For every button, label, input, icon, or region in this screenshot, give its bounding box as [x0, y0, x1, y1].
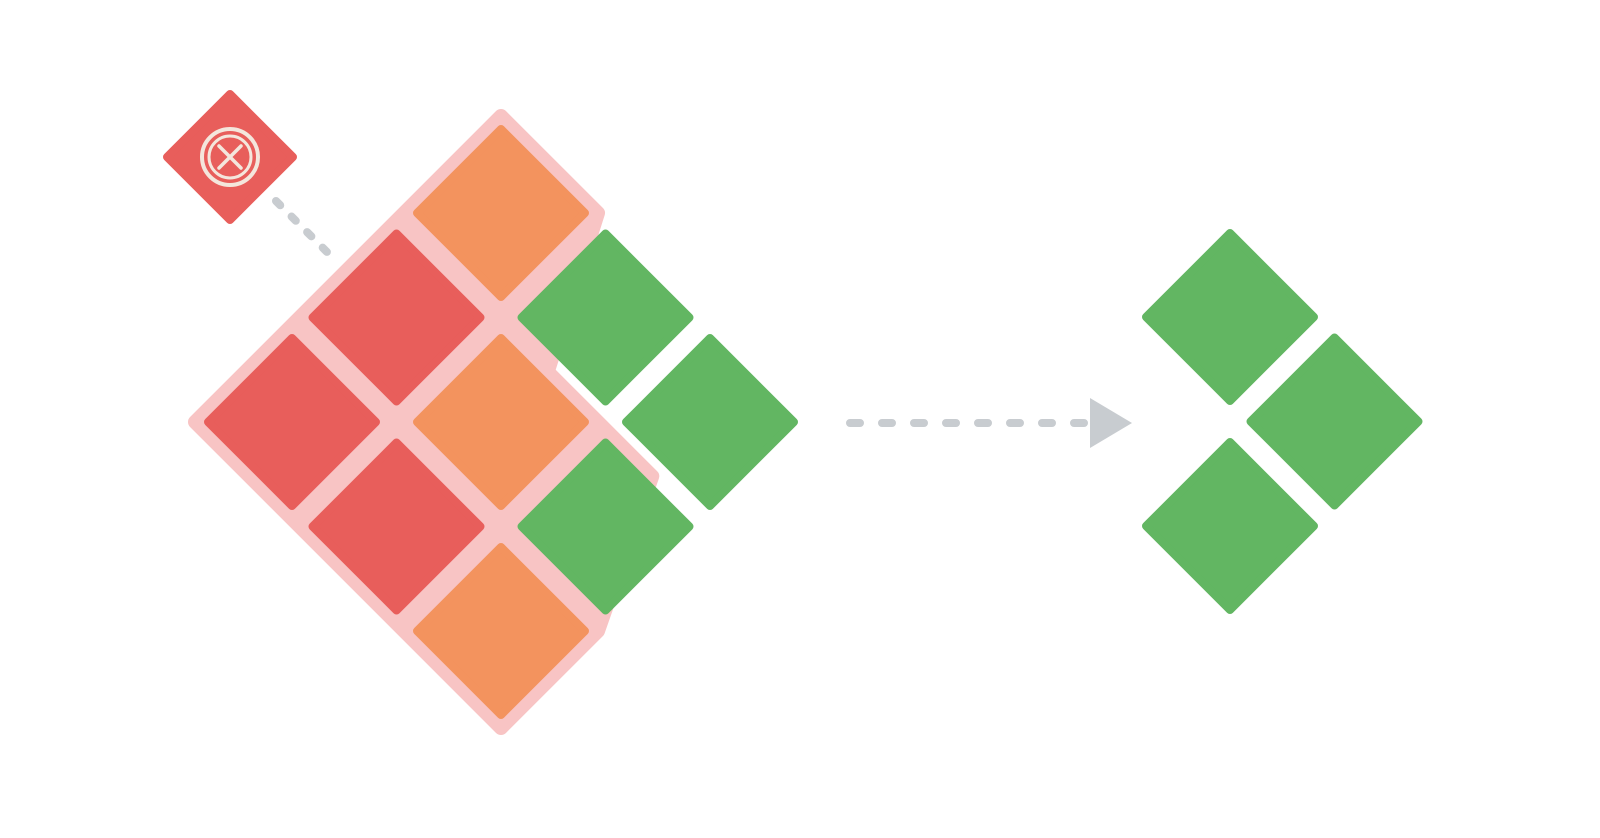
source-tile-green [622, 334, 798, 510]
result-tile-green [1142, 229, 1318, 405]
circle-x-icon-stroke [217, 144, 243, 170]
result-tile-green [1246, 333, 1423, 510]
circle-x-icon-inner [207, 134, 253, 180]
result-grid [1142, 229, 1423, 614]
source-tile-orange [413, 543, 589, 719]
source-tile-red [308, 229, 485, 406]
source-tile-red [204, 334, 380, 510]
source-tile-green [517, 229, 694, 406]
arrow-right-icon [1090, 398, 1132, 448]
circle-x-icon-outer [200, 127, 260, 187]
source-tile-green [517, 438, 694, 615]
removal-connector [272, 197, 336, 261]
result-tile-green [1142, 438, 1318, 614]
removal-marker [163, 90, 297, 224]
source-tile-orange [413, 125, 589, 301]
source-tile-orange [413, 334, 589, 510]
source-tile-red [308, 438, 485, 615]
circle-x-icon [200, 127, 260, 187]
removal-connector-line [272, 197, 336, 261]
transition-arrow [846, 398, 1132, 448]
source-grid [204, 125, 798, 719]
